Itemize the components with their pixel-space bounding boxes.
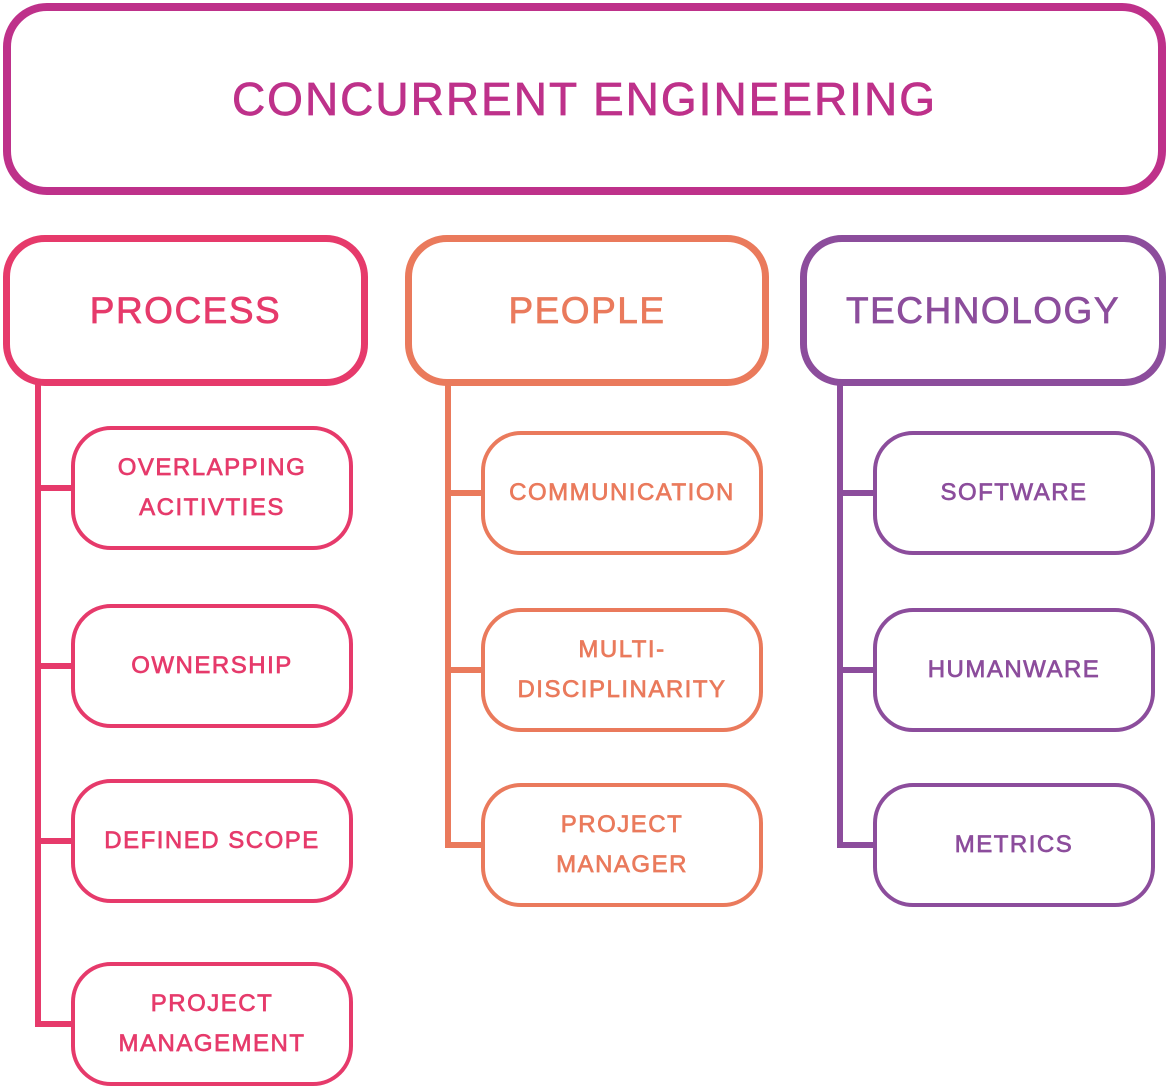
- technology-category-node: TECHNOLOGY: [800, 235, 1166, 386]
- process-item-node: DEFINED SCOPE: [71, 779, 353, 903]
- category-label: TECHNOLOGY: [845, 289, 1121, 331]
- category-label: PEOPLE: [508, 289, 666, 331]
- process-branch-line: [35, 485, 73, 491]
- technology-branch-line: [837, 842, 875, 848]
- process-item-node: OVERLAPPING ACITIVTIES: [71, 426, 353, 550]
- process-connector-line: [35, 380, 41, 1027]
- people-connector-line: [445, 380, 451, 848]
- technology-connector-line: [837, 380, 843, 848]
- process-branch-line: [35, 1021, 73, 1027]
- people-item-node: MULTI- DISCIPLINARITY: [481, 608, 763, 732]
- item-label: MULTI- DISCIPLINARITY: [517, 636, 727, 704]
- item-label: DEFINED SCOPE: [104, 827, 320, 855]
- people-item-node: COMMUNICATION: [481, 431, 763, 555]
- item-label: OWNERSHIP: [131, 652, 293, 680]
- item-label: HUMANWARE: [927, 656, 1101, 684]
- root-node-concurrent-engineering: CONCURRENT ENGINEERING: [3, 3, 1166, 195]
- technology-branch-line: [837, 667, 875, 673]
- people-category-node: PEOPLE: [405, 235, 769, 386]
- item-label: COMMUNICATION: [509, 479, 735, 507]
- process-branch-line: [35, 838, 73, 844]
- process-item-node: PROJECT MANAGEMENT: [71, 962, 353, 1086]
- item-label: PROJECT MANAGER: [556, 811, 688, 879]
- item-label: PROJECT MANAGEMENT: [118, 990, 306, 1058]
- process-category-node: PROCESS: [3, 235, 368, 386]
- people-branch-line: [445, 490, 483, 496]
- item-label: OVERLAPPING ACITIVTIES: [117, 454, 307, 522]
- technology-branch-line: [837, 490, 875, 496]
- technology-item-node: HUMANWARE: [873, 608, 1155, 732]
- technology-item-node: METRICS: [873, 783, 1155, 907]
- root-title: CONCURRENT ENGINEERING: [231, 73, 938, 126]
- people-item-node: PROJECT MANAGER: [481, 783, 763, 907]
- item-label: SOFTWARE: [940, 479, 1088, 507]
- process-branch-line: [35, 663, 73, 669]
- people-branch-line: [445, 842, 483, 848]
- people-branch-line: [445, 667, 483, 673]
- process-item-node: OWNERSHIP: [71, 604, 353, 728]
- item-label: METRICS: [954, 831, 1074, 859]
- technology-item-node: SOFTWARE: [873, 431, 1155, 555]
- category-label: PROCESS: [89, 289, 282, 331]
